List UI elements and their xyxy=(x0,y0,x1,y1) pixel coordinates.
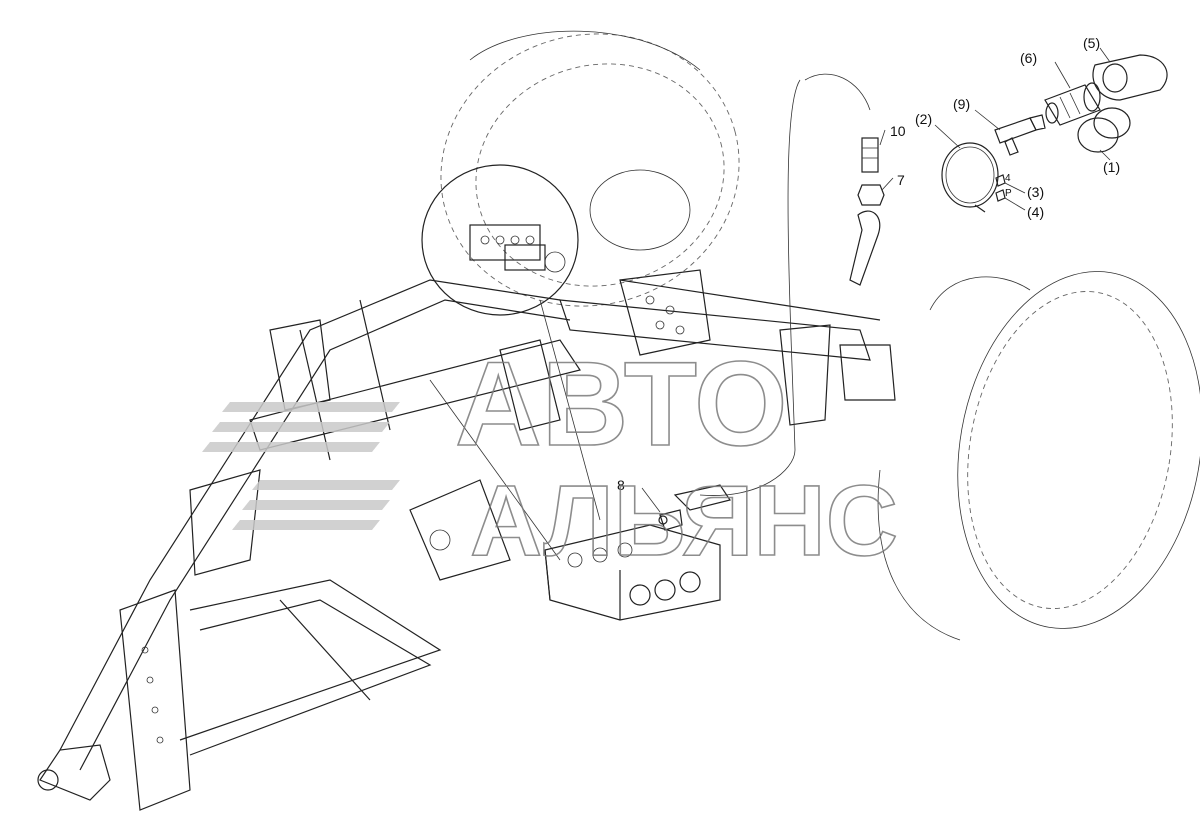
callout-7: 7 xyxy=(897,172,905,188)
detail-circle xyxy=(421,164,579,316)
hydraulic-hose xyxy=(673,73,871,511)
watermark-line1: АВТО xyxy=(455,337,787,471)
ring-clip-2 xyxy=(941,142,999,213)
lower-valve-block xyxy=(544,524,721,621)
fitting-8 xyxy=(658,509,683,531)
callout-labels: (1) (2) (3) (4) (5) (6) (9) 10 7 8 4 P xyxy=(617,35,1120,493)
callout-small-p: P xyxy=(1005,188,1012,199)
leader-lines xyxy=(641,47,1111,513)
callout-1: (1) xyxy=(1103,159,1120,175)
callout-5: (5) xyxy=(1083,35,1100,51)
fitting-10 xyxy=(861,137,879,173)
callout-2: (2) xyxy=(915,111,932,127)
callout-3: (3) xyxy=(1027,184,1044,200)
o-rings-1 xyxy=(1077,107,1131,153)
callout-8: 8 xyxy=(617,477,625,493)
watermark-logo: АВТО АЛЬЯНС xyxy=(202,336,899,578)
coupling-6 xyxy=(1044,82,1101,126)
callout-9: (9) xyxy=(953,96,970,112)
callout-small-4: 4 xyxy=(1005,173,1011,184)
bracket-5 xyxy=(1092,54,1168,101)
callout-6: (6) xyxy=(1020,50,1037,66)
callout-10: 10 xyxy=(890,123,906,139)
fitting-7 xyxy=(849,184,885,286)
watermark-line2: АЛЬЯНС xyxy=(470,465,898,577)
tee-fitting-9 xyxy=(994,114,1046,156)
callout-4: (4) xyxy=(1027,204,1044,220)
